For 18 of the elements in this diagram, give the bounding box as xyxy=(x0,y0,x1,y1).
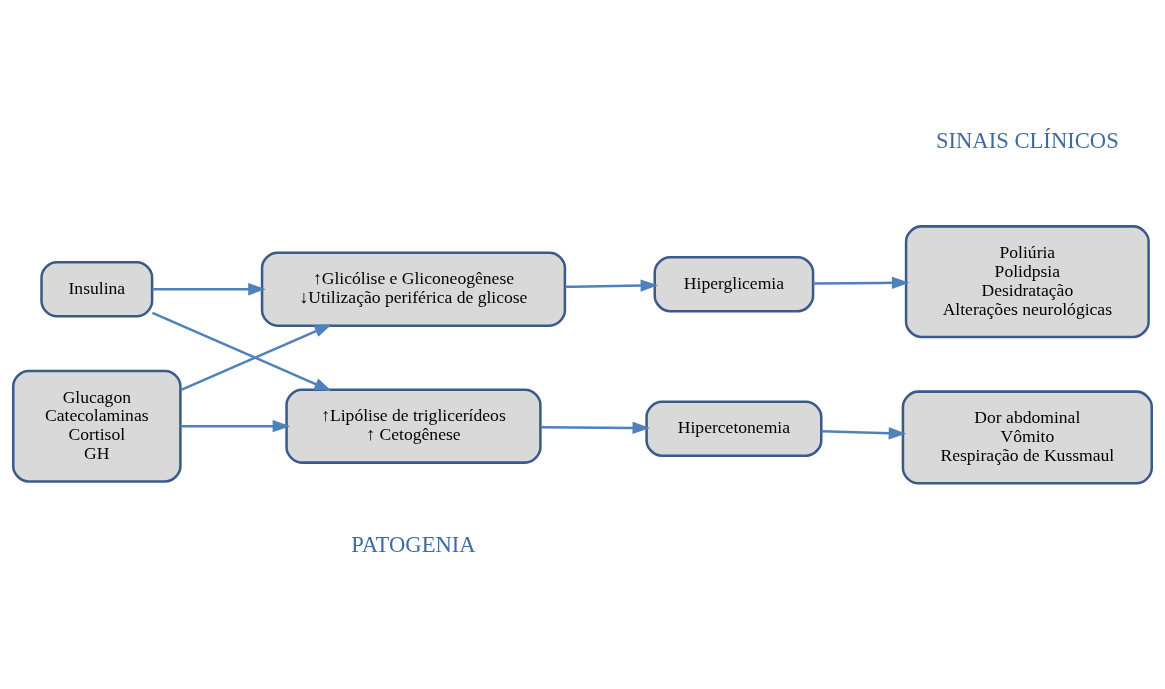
arrow xyxy=(152,283,266,296)
arrow xyxy=(151,311,332,392)
label: SINAIS CLÍNICOS xyxy=(935,127,1119,153)
node-box: ↑Glicólise e Gliconeogênese ↓Utilização periférica de glicose xyxy=(260,251,567,327)
node-box: Glucagon Catecolaminas Cortisol GH xyxy=(12,369,182,483)
arrow xyxy=(821,427,907,440)
arrow xyxy=(180,324,333,392)
node-box: Dor abdominal Vômito Respiração de Kussmaul xyxy=(901,390,1153,485)
arrow xyxy=(180,420,291,433)
arrow xyxy=(813,276,910,289)
node-box: ↑Lipólise de triglicerídeos ↑ Cetogênese xyxy=(285,388,542,464)
node-box: Poliúria Polidpsia Desidratação Alterações neurológicas xyxy=(904,225,1150,339)
node-box: Insulina xyxy=(40,260,154,318)
label: PATOGENIA xyxy=(351,532,476,558)
node-box: Hiperglicemia xyxy=(653,255,815,313)
arrow xyxy=(565,279,659,292)
node-box: Hipercetonemia xyxy=(645,400,823,457)
arrow xyxy=(540,421,651,435)
